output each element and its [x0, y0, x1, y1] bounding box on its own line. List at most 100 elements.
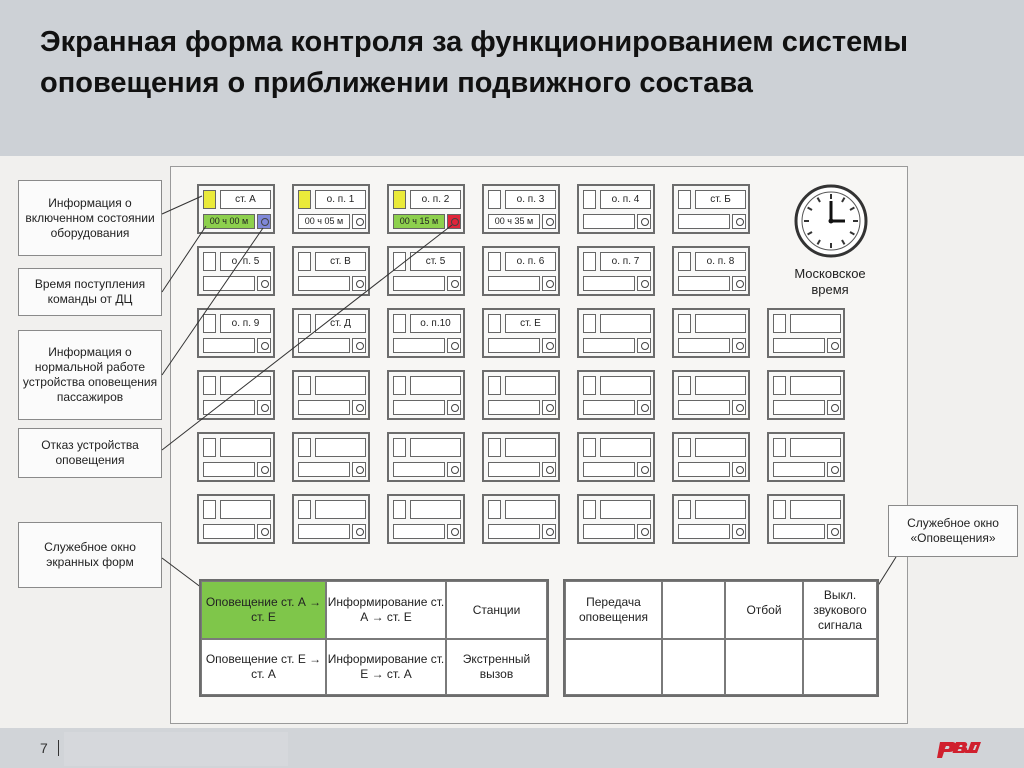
device-status-button[interactable]	[827, 524, 841, 539]
station-cell[interactable]	[577, 370, 655, 420]
command-time	[298, 524, 350, 539]
station-cell[interactable]	[767, 494, 845, 544]
station-cell[interactable]	[672, 370, 750, 420]
menu-stations[interactable]: Станции	[446, 581, 547, 639]
status-dot-icon	[831, 528, 839, 536]
device-status-button[interactable]	[732, 400, 746, 415]
device-status-button[interactable]	[542, 338, 556, 353]
menu-alert-e-a[interactable]: Оповещение ст. Е → ст. А	[201, 639, 326, 695]
station-cell[interactable]	[767, 432, 845, 482]
station-cell[interactable]	[292, 494, 370, 544]
status-dot-icon	[261, 280, 269, 288]
device-status-button[interactable]	[447, 214, 461, 229]
station-name	[315, 376, 366, 395]
station-cell[interactable]: ст. 5	[387, 246, 465, 296]
station-cell[interactable]	[197, 370, 275, 420]
station-cell[interactable]: о. п. 9	[197, 308, 275, 358]
station-cell[interactable]: о. п. 4	[577, 184, 655, 234]
command-time	[488, 462, 540, 477]
device-status-button[interactable]	[352, 276, 366, 291]
station-cell[interactable]: о. п.10	[387, 308, 465, 358]
menu-alert-a-e[interactable]: Оповещение ст. А → ст. Е	[201, 581, 326, 639]
station-cell[interactable]	[197, 432, 275, 482]
station-cell[interactable]: о. п. 5	[197, 246, 275, 296]
device-status-button[interactable]	[257, 524, 271, 539]
alert-sound-off-button[interactable]: Выкл. звукового сигнала	[803, 581, 877, 639]
station-cell[interactable]	[577, 308, 655, 358]
device-status-button[interactable]	[542, 276, 556, 291]
device-status-button[interactable]	[637, 338, 651, 353]
device-status-button[interactable]	[637, 524, 651, 539]
alert-cancel-button[interactable]: Отбой	[725, 581, 803, 639]
device-status-button[interactable]	[827, 462, 841, 477]
station-cell[interactable]	[767, 370, 845, 420]
device-status-button[interactable]	[542, 462, 556, 477]
device-status-button[interactable]	[732, 524, 746, 539]
device-status-button[interactable]	[257, 338, 271, 353]
station-name: о. п. 7	[600, 252, 651, 271]
station-cell[interactable]	[387, 432, 465, 482]
device-status-button[interactable]	[447, 400, 461, 415]
station-cell[interactable]	[577, 432, 655, 482]
menu-inform-e-a[interactable]: Информирование ст. Е → ст. А	[326, 639, 446, 695]
station-cell[interactable]	[197, 494, 275, 544]
station-cell[interactable]	[387, 494, 465, 544]
station-cell[interactable]	[292, 370, 370, 420]
device-status-button[interactable]	[257, 462, 271, 477]
device-status-button[interactable]	[352, 338, 366, 353]
device-status-button[interactable]	[637, 214, 651, 229]
station-cell[interactable]	[482, 432, 560, 482]
station-cell[interactable]: ст. Е	[482, 308, 560, 358]
station-cell[interactable]	[482, 494, 560, 544]
station-name	[220, 500, 271, 519]
status-dot-icon	[736, 528, 744, 536]
device-status-button[interactable]	[257, 214, 271, 229]
device-status-button[interactable]	[827, 338, 841, 353]
station-cell[interactable]	[672, 308, 750, 358]
page-divider	[58, 740, 59, 756]
station-cell[interactable]	[292, 432, 370, 482]
alert-transmit-button[interactable]: Передача оповещения	[565, 581, 662, 639]
station-cell[interactable]	[387, 370, 465, 420]
station-cell[interactable]: о. п. 6	[482, 246, 560, 296]
menu-emergency[interactable]: Экстренный вызов	[446, 639, 547, 695]
station-cell[interactable]: ст. Б	[672, 184, 750, 234]
device-status-button[interactable]	[827, 400, 841, 415]
device-status-button[interactable]	[732, 276, 746, 291]
station-cell[interactable]	[577, 494, 655, 544]
device-status-button[interactable]	[257, 400, 271, 415]
device-status-button[interactable]	[637, 400, 651, 415]
station-cell[interactable]: о. п. 7	[577, 246, 655, 296]
station-cell[interactable]	[482, 370, 560, 420]
device-status-button[interactable]	[732, 338, 746, 353]
station-name: о. п.10	[410, 314, 461, 333]
command-time	[488, 276, 540, 291]
device-status-button[interactable]	[447, 462, 461, 477]
station-cell[interactable]: о. п. 8	[672, 246, 750, 296]
device-status-button[interactable]	[447, 524, 461, 539]
device-status-button[interactable]	[542, 400, 556, 415]
station-cell[interactable]: ст. В	[292, 246, 370, 296]
device-status-button[interactable]	[352, 462, 366, 477]
device-status-button[interactable]	[447, 276, 461, 291]
device-status-button[interactable]	[352, 524, 366, 539]
station-cell[interactable]	[672, 494, 750, 544]
device-status-button[interactable]	[447, 338, 461, 353]
menu-inform-a-e[interactable]: Информирование ст. А → ст. Е	[326, 581, 446, 639]
device-status-button[interactable]	[542, 214, 556, 229]
device-status-button[interactable]	[542, 524, 556, 539]
device-status-button[interactable]	[732, 462, 746, 477]
station-cell[interactable]: ст. Д	[292, 308, 370, 358]
device-status-button[interactable]	[732, 214, 746, 229]
device-status-button[interactable]	[257, 276, 271, 291]
device-status-button[interactable]	[637, 462, 651, 477]
station-cell[interactable]	[767, 308, 845, 358]
station-cell[interactable]	[672, 432, 750, 482]
device-status-button[interactable]	[352, 214, 366, 229]
device-status-button[interactable]	[352, 400, 366, 415]
device-status-button[interactable]	[637, 276, 651, 291]
